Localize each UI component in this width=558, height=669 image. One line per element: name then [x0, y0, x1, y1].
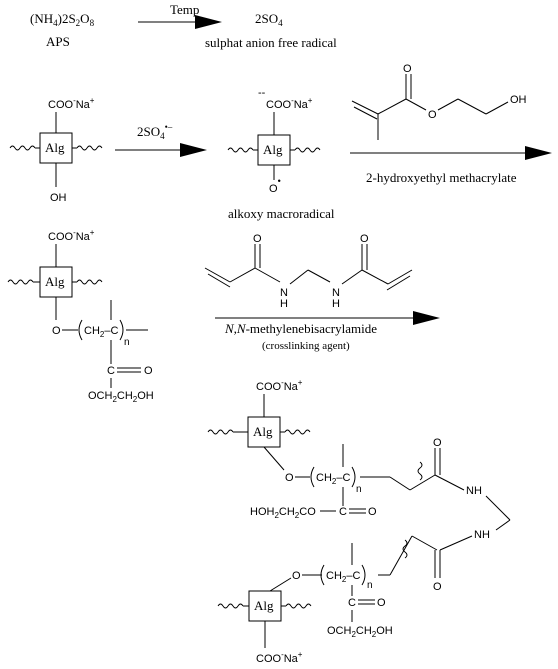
sulfate-reagent-label: 2SO4•–: [137, 122, 173, 141]
hema-ester-o: O: [428, 109, 437, 121]
carboxylate-label-5: COO-Na+: [256, 650, 303, 665]
radical-minus: --: [258, 87, 266, 99]
grafted-alginate: Alg COO-Na+ O CH2–C n C O OCH2CH2OH: [7, 228, 154, 404]
alg-label: Alg: [45, 140, 65, 155]
upper-amide-nh: NH: [466, 485, 482, 497]
final-crosslinked-product: Alg COO-Na+ O CH2–C n C O HOH2CH2CO O NH…: [207, 378, 511, 665]
lower-subscript-n: n: [367, 580, 373, 591]
carboxylate-label: COO-Na+: [48, 96, 95, 111]
upper-ether-o: O: [285, 472, 294, 484]
crosslinker-role: (crosslinking agent): [262, 340, 350, 352]
upper-amide-o: O: [433, 437, 442, 449]
hydroxyl-label: OH: [50, 192, 67, 204]
mba-name: N,N-methylenebisacrylamide: [224, 321, 377, 336]
lower-carbonyl-o: O: [377, 597, 386, 609]
alkoxy-macroradical: -- Alg COO-Na+ O• alkoxy macroradical: [227, 87, 335, 221]
carboxylate-label-4: COO-Na+: [256, 378, 303, 393]
alg-label-2: Alg: [263, 142, 283, 157]
mba-n-right: N: [332, 287, 340, 299]
arrow-step4: N,N-methylenebisacrylamide (crosslinking…: [215, 311, 440, 352]
upper-carbonyl-o: O: [368, 506, 377, 518]
step1-aps-decomposition: (NH4)2S2O8 APS Temp 2SO4 sulphat anion f…: [30, 2, 337, 50]
upper-repeat-unit: CH2–C: [316, 472, 350, 486]
alg-label-3: Alg: [45, 274, 65, 289]
carboxylate-label-2: COO-Na+: [266, 96, 313, 111]
lower-repeat-unit: CH2–C: [326, 570, 360, 584]
ester-carbon: C: [107, 365, 115, 377]
mba-h-right: H: [332, 298, 340, 310]
aps-formula: (NH4)2S2O8: [30, 11, 95, 28]
alginate-unit: Alg COO-Na+ OH: [9, 96, 103, 204]
lower-amide-o: O: [433, 581, 442, 593]
repeat-unit: CH2–C: [84, 325, 118, 339]
temp-label: Temp: [170, 2, 199, 17]
alg-label-5: Alg: [254, 598, 274, 613]
lower-ester-group: OCH2CH2OH: [327, 625, 393, 639]
aps-label: APS: [46, 34, 70, 49]
arrow-step1: [138, 15, 222, 29]
alg-box: [257, 134, 291, 166]
carbonyl-oxygen: O: [144, 365, 153, 377]
upper-ester-carbon: C: [339, 506, 347, 518]
alg-label-4: Alg: [253, 424, 273, 439]
radical-oxygen: O•: [269, 176, 281, 195]
arrow-step3: 2-hydroxyethyl methacrylate: [350, 146, 552, 185]
lower-ether-o: O: [292, 570, 301, 582]
lower-ester-carbon: C: [348, 597, 356, 609]
hema-hydroxyl: OH: [510, 94, 527, 106]
sulfate-radical-formula: 2SO4: [255, 11, 283, 28]
subscript-n: n: [124, 337, 130, 348]
mba-o-left: O: [253, 233, 262, 245]
ether-oxygen: O: [52, 325, 61, 337]
hema-carbonyl-o: O: [403, 63, 412, 75]
ester-group: OCH2CH2OH: [88, 390, 154, 404]
mba-structure: O N H N H O: [204, 233, 413, 310]
arrow-step2: 2SO4•–: [115, 122, 207, 157]
upper-subscript-n: n: [356, 484, 362, 495]
hema-structure: O O OH: [351, 63, 527, 140]
carboxylate-label-3: COO-Na+: [48, 228, 95, 243]
alkoxy-radical-name: alkoxy macroradical: [228, 206, 335, 221]
mba-n-left: N: [280, 287, 288, 299]
upper-ester-group: HOH2CH2CO: [250, 506, 316, 520]
mba-h-left: H: [280, 298, 288, 310]
sulfate-radical-name: sulphat anion free radical: [205, 35, 337, 50]
lower-amide-nh: NH: [474, 529, 490, 541]
mba-o-right: O: [360, 233, 369, 245]
hema-name: 2-hydroxyethyl methacrylate: [366, 170, 517, 185]
